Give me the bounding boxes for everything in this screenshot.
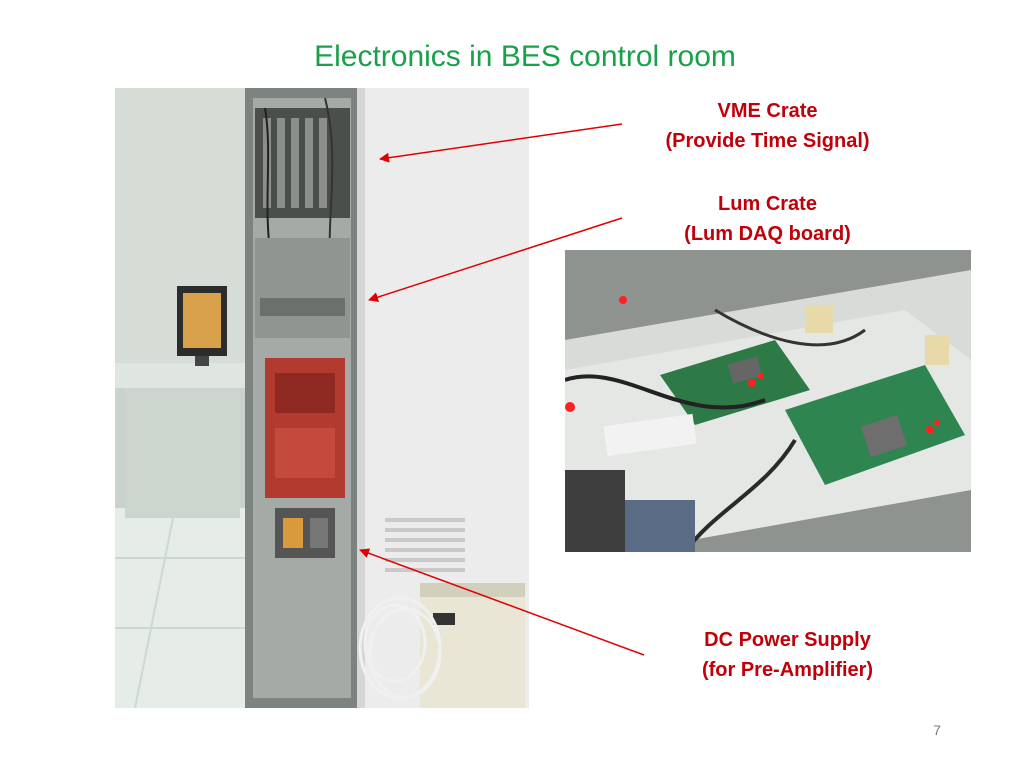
dc-power-arrow <box>359 548 645 656</box>
slide-title: Electronics in BES control room <box>314 40 736 73</box>
vme-crate-subtitle: (Provide Time Signal) <box>665 130 870 152</box>
lum-crate-arrow <box>368 217 623 302</box>
rack-photo-graphic <box>115 88 529 708</box>
lum-crate-title: Lum Crate <box>718 193 817 215</box>
daq-board-graphic <box>565 250 971 552</box>
dc-power-label: DC Power Supply (for Pre-Amplifier) <box>660 625 915 685</box>
daq-board-photo <box>565 250 971 552</box>
vme-crate-label: VME Crate (Provide Time Signal) <box>640 96 895 156</box>
vme-crate-title: VME Crate <box>717 100 818 122</box>
vme-crate-arrow <box>379 123 623 163</box>
rack-photo <box>115 88 529 708</box>
page-number: 7 <box>933 722 941 738</box>
dc-power-title: DC Power Supply <box>704 629 871 651</box>
lum-crate-subtitle: (Lum DAQ board) <box>684 223 851 245</box>
dc-power-subtitle: (for Pre-Amplifier) <box>701 659 874 681</box>
lum-crate-label: Lum Crate (Lum DAQ board) <box>640 189 895 249</box>
